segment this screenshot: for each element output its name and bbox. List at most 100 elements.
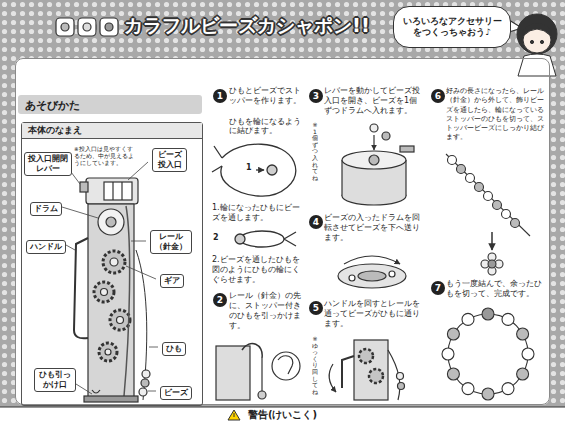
- step-number-circle: 3: [309, 89, 323, 103]
- step-number: 1: [213, 89, 227, 103]
- toy-body-illustration: [80, 182, 88, 192]
- node-text: レール（針金）: [154, 232, 188, 252]
- step4-illustration: [349, 275, 355, 281]
- step-number: 2: [213, 293, 227, 307]
- leader-lines: [126, 266, 156, 279]
- step-instruction: ハンドルを回すとレールを通ってビーズがひもに通ります。: [324, 299, 424, 329]
- step3-illustration: [382, 132, 390, 140]
- toy-body-illustration: [94, 282, 114, 302]
- warning-rule: [0, 407, 565, 408]
- step-number: 4: [309, 215, 323, 229]
- step6-illustration: [446, 154, 530, 275]
- leader-lines: [62, 207, 98, 218]
- step4-illustration: [358, 271, 386, 281]
- node-text: ドラム: [34, 204, 58, 214]
- title-icons: [78, 18, 96, 36]
- toy-body-illustration: [141, 379, 149, 387]
- step-number: 6: [431, 89, 445, 103]
- step5-illustration: [329, 364, 336, 392]
- step7-illustration: [462, 313, 474, 325]
- warning-band: 警告(けいこく): [0, 407, 565, 423]
- step-number-circle: 1: [213, 89, 227, 103]
- leader-lines: [131, 241, 146, 242]
- step1-illustration: [284, 232, 296, 246]
- step-instruction: もう一度結んで、余ったひもを切って、完成です。: [446, 279, 546, 299]
- toy-body-illustration: [88, 204, 134, 398]
- warning-band-ground: [0, 407, 565, 423]
- part-label-box: ビーズ投入口: [152, 148, 187, 172]
- step7-illustration: [517, 368, 529, 380]
- step3-illustration: [342, 151, 406, 169]
- leader-lines: [149, 347, 158, 348]
- step3-illustration: [341, 160, 342, 196]
- step-instruction: ひもとビーズでストッパーを作ります。: [229, 86, 302, 106]
- step7-illustration: [447, 328, 459, 340]
- toy-body-illustration: [105, 349, 111, 355]
- step1-illustration: [212, 146, 222, 172]
- step-number: 5: [309, 301, 323, 315]
- step-number-circle: 2: [213, 293, 227, 307]
- step6-illustration: [484, 192, 493, 201]
- part-label-box: ビーズ: [160, 386, 192, 400]
- leader-lines: [148, 391, 156, 392]
- toy-body-illustration: [110, 310, 130, 330]
- note: ※1個ずつ入れてね: [312, 122, 318, 181]
- title-icons: [56, 18, 118, 36]
- step1-illustration: [212, 144, 296, 247]
- toy-body-illustration: [106, 217, 116, 227]
- step2-illustration: [272, 352, 300, 380]
- step-instruction: レール（針金）の先に、ストッパー付きのひもを引っかけます。: [229, 291, 302, 331]
- node-text: 警告(けいこく): [0, 407, 565, 423]
- toy-body-illustration: [74, 178, 150, 402]
- step5-illustration: [354, 340, 388, 400]
- step2-illustration: [216, 344, 300, 400]
- step7-illustration: [448, 314, 528, 394]
- step5-illustration: [359, 349, 373, 363]
- step7-illustration: [522, 348, 534, 360]
- step4-illustration: [344, 256, 400, 264]
- step7-illustration: [447, 368, 459, 380]
- leader-lines: [128, 162, 148, 180]
- callout-number: 2: [213, 233, 219, 243]
- step6-illustration: [488, 260, 496, 268]
- step3-illustration: [369, 155, 379, 165]
- title-icons: [56, 18, 74, 36]
- step5-illustration: [342, 356, 354, 388]
- toy-body-illustration: [121, 182, 122, 200]
- speech-bubble: いろいろなアクセサリーをつくっちゃおう♪: [393, 6, 511, 48]
- girl-illustration: [540, 40, 543, 43]
- node-text: ビーズ: [164, 388, 188, 398]
- toy-body-illustration: [74, 238, 88, 338]
- warning-symbol: [228, 410, 240, 420]
- step-instruction: ビーズの入ったドラムを回転させてビーズを下へ送ります。: [324, 213, 424, 243]
- leader-lines: [76, 384, 92, 394]
- leader-lines: [62, 162, 158, 394]
- step6-illustration: [493, 201, 502, 210]
- node-text: ひも: [166, 344, 182, 354]
- step-number-circle: 7: [431, 281, 445, 295]
- step2-illustration: [216, 346, 250, 400]
- step2-illustration: [258, 391, 266, 399]
- part-label-box: ドラム: [30, 202, 62, 216]
- step6-illustration: [448, 156, 457, 165]
- step-instruction: 1.輪になったひもにビーズを通します。: [212, 203, 302, 223]
- step7-illustration: [502, 313, 514, 325]
- step6-illustration: [457, 165, 466, 174]
- step-number: 7: [431, 281, 445, 295]
- step7-illustration: [482, 308, 494, 320]
- node-text: いろいろなアクセサリーをつくっちゃおう♪: [402, 16, 502, 38]
- title-icons: [83, 23, 91, 31]
- toy-body-illustration: [101, 289, 108, 296]
- step6-illustration: [466, 174, 475, 183]
- step6-illustration: [475, 183, 484, 192]
- toy-body-illustration: [117, 317, 124, 324]
- step6-illustration: [502, 210, 511, 219]
- step6-illustration: [511, 219, 520, 228]
- part-label-box: ひも引っかけ口: [34, 368, 76, 392]
- step6-illustration: [446, 154, 530, 236]
- step-instruction: ひもを輪になるように結びます。: [229, 117, 302, 136]
- girl-illustration: [530, 40, 533, 43]
